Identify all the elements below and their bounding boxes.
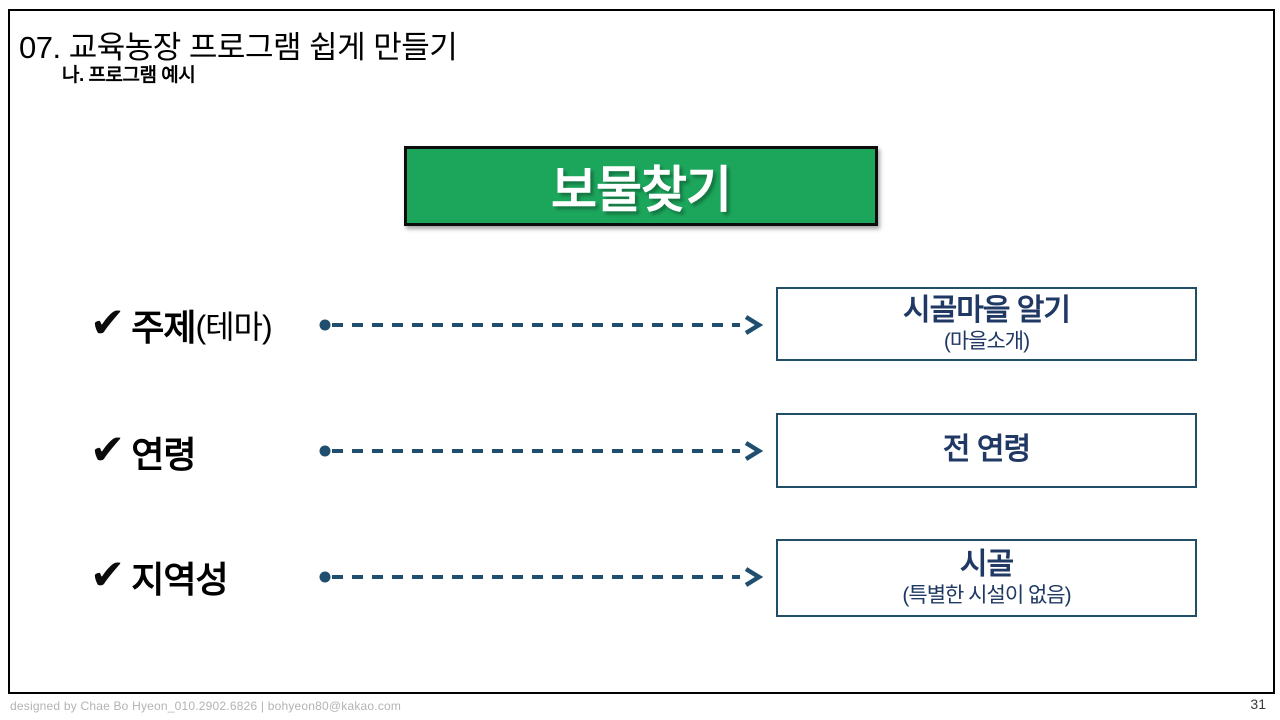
check-icon: ✔ [90, 551, 126, 598]
page-subtitle: 나. 프로그램 예시 [62, 65, 196, 86]
program-title-label: 보물찾기 [551, 162, 732, 218]
criterion-label: 지역성 [131, 559, 228, 600]
page-title: 07. 교육농장 프로그램 쉽게 만들기 [19, 30, 458, 65]
criterion-label: 연령 [131, 434, 196, 475]
result-title: 시골 [959, 548, 1014, 582]
result-note: (특별한 시설이 없음) [902, 583, 1071, 607]
result-title: 시골마을 알기 [903, 294, 1071, 328]
criterion-label: 주제 [131, 307, 196, 348]
criterion-age: ✔ 연령 [90, 426, 196, 477]
criterion-note: (테마) [195, 309, 272, 345]
result-note: (마을소개) [943, 329, 1030, 353]
result-title: 전 연령 [942, 433, 1031, 467]
page-number: 31 [1250, 696, 1266, 712]
dashed-arrow [319, 441, 764, 461]
criterion-locality: ✔ 지역성 [90, 551, 229, 602]
result-box-age: 전 연령 [776, 413, 1197, 488]
program-title-box: 보물찾기 [404, 146, 878, 226]
check-icon: ✔ [90, 426, 126, 473]
result-box-locality: 시골 (특별한 시설이 없음) [776, 539, 1197, 617]
designer-credit: designed by Chae Bo Hyeon_010.2902.6826 … [10, 699, 402, 713]
check-icon: ✔ [90, 299, 126, 346]
result-box-theme: 시골마을 알기 (마을소개) [776, 287, 1197, 361]
dashed-arrow [319, 567, 764, 587]
criterion-theme: ✔ 주제 (테마) [90, 299, 273, 350]
dashed-arrow [319, 315, 764, 335]
